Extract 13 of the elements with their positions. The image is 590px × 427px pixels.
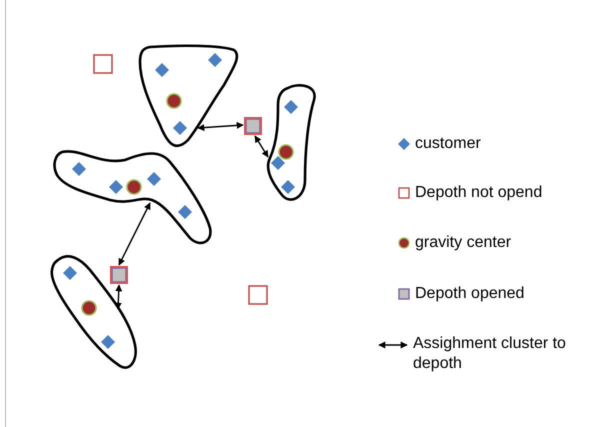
double-arrow	[114, 284, 122, 310]
double-arrow	[254, 135, 269, 158]
legend-text: customer	[415, 134, 482, 154]
legend-text: Depoth opened	[415, 284, 526, 304]
opened-depot-square	[244, 117, 262, 135]
legend-text: Assighment cluster to depoth	[413, 334, 567, 374]
double-arrow	[197, 122, 244, 132]
legend-text: Depoth not opend	[415, 183, 544, 203]
legend-text: gravity center	[415, 233, 512, 253]
double-arrow	[118, 202, 151, 266]
unopened-depot-square	[93, 54, 113, 74]
opened-depot-square	[110, 266, 128, 284]
unopened-depot-square	[248, 285, 268, 305]
